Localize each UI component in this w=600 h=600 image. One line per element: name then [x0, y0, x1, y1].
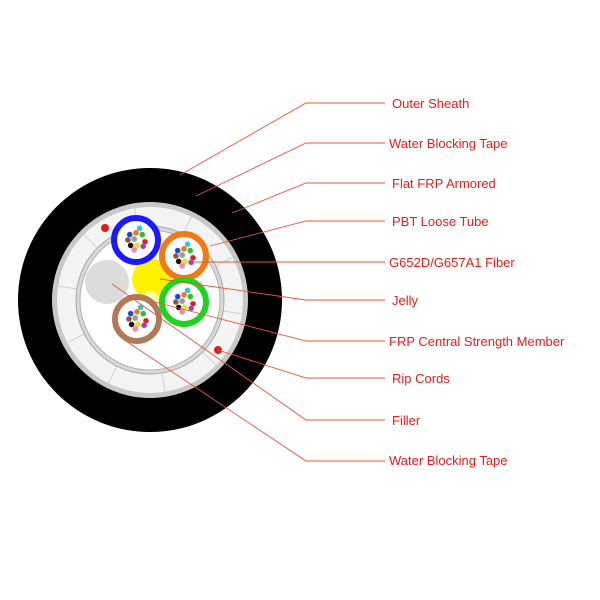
- leader-outer-sheath: [179, 102, 385, 176]
- optical-fiber: [127, 310, 134, 317]
- optical-fiber: [141, 322, 148, 329]
- optical-fiber: [132, 315, 139, 322]
- leader-jelly: [159, 278, 385, 301]
- leader-water-blocking-tape-bottom: [122, 338, 385, 462]
- jelly-fill: [132, 259, 172, 299]
- optical-fiber: [184, 287, 191, 294]
- armor-segment-line: [202, 351, 217, 366]
- label-flat-frp-armored: Flat FRP Armored: [392, 176, 496, 191]
- armor-segment-line: [83, 234, 98, 249]
- optical-fiber: [174, 247, 181, 254]
- optical-fiber: [140, 310, 147, 317]
- optical-fiber: [181, 291, 187, 298]
- fiber-bundle-brown: [125, 304, 149, 332]
- optical-fiber: [126, 231, 133, 238]
- optical-fiber: [179, 298, 186, 305]
- optical-fiber: [124, 237, 131, 243]
- armor-segment-line: [182, 216, 193, 235]
- optical-fiber: [127, 242, 134, 249]
- label-water-blocking-tape-top: Water Blocking Tape: [389, 136, 508, 151]
- optical-fiber: [139, 231, 146, 238]
- cable-cross-section: [18, 168, 282, 432]
- optical-fiber: [175, 258, 182, 265]
- leader-rip-cords: [217, 349, 385, 379]
- optical-fiber: [187, 293, 194, 300]
- label-rip-cords: Rip Cords: [392, 371, 450, 386]
- leader-flat-frp-armored: [231, 182, 385, 214]
- optical-fiber: [181, 258, 188, 265]
- optical-fiber: [134, 321, 141, 328]
- label-filler: Filler: [392, 413, 421, 428]
- optical-fiber: [133, 229, 139, 236]
- loose-tube-brown: [112, 294, 162, 344]
- optical-fiber: [179, 262, 186, 269]
- rip-cord-top: [101, 224, 109, 232]
- optical-fiber: [188, 305, 195, 312]
- loose-tube-green: [159, 277, 209, 327]
- optical-fiber: [174, 293, 181, 300]
- label-outer-sheath: Outer Sheath: [392, 96, 469, 111]
- loose-tube-blue: [111, 215, 161, 265]
- optical-fiber: [172, 253, 179, 259]
- optical-fiber: [128, 321, 135, 328]
- armor-segment-line: [223, 310, 243, 315]
- labels: Outer Sheath Water Blocking Tape Flat FR…: [389, 96, 565, 468]
- fiber-bundle-blue: [124, 225, 148, 253]
- optical-fiber: [187, 247, 194, 254]
- leader-filler: [111, 283, 385, 421]
- optical-fiber: [181, 245, 187, 252]
- label-frp-central-strength-member: FRP Central Strength Member: [389, 334, 565, 349]
- armor-segment-line: [107, 365, 118, 384]
- leader-frp-central-strength-member: [150, 300, 385, 342]
- optical-fiber: [131, 246, 138, 253]
- optical-fiber: [125, 316, 132, 322]
- armor-segment-line: [161, 372, 166, 392]
- optical-fiber: [134, 308, 140, 315]
- leader-lines: [111, 102, 385, 462]
- optical-fiber: [179, 252, 186, 259]
- leader-pbt-loose-tube: [209, 220, 385, 247]
- optical-fiber: [184, 241, 191, 248]
- loose-tube-orange: [159, 231, 209, 281]
- optical-fiber: [133, 242, 140, 249]
- leader-water-blocking-tape-top: [195, 142, 385, 197]
- optical-fiber: [132, 325, 139, 332]
- fiber-bundle-orange: [172, 241, 196, 269]
- label-jelly: Jelly: [392, 293, 419, 308]
- optical-fiber: [136, 225, 143, 232]
- optical-fiber: [131, 236, 138, 243]
- label-pbt-loose-tube: PBT Loose Tube: [392, 214, 489, 229]
- label-water-blocking-tape-bottom: Water Blocking Tape: [389, 453, 508, 468]
- optical-fiber: [172, 299, 179, 305]
- armor-segment-line: [57, 285, 77, 290]
- filler-rod: [85, 260, 129, 304]
- optical-fiber: [140, 243, 147, 250]
- armor-segment-line: [67, 333, 85, 344]
- fiber-bundle-green: [172, 287, 196, 315]
- label-fiber: G652D/G657A1 Fiber: [389, 255, 515, 270]
